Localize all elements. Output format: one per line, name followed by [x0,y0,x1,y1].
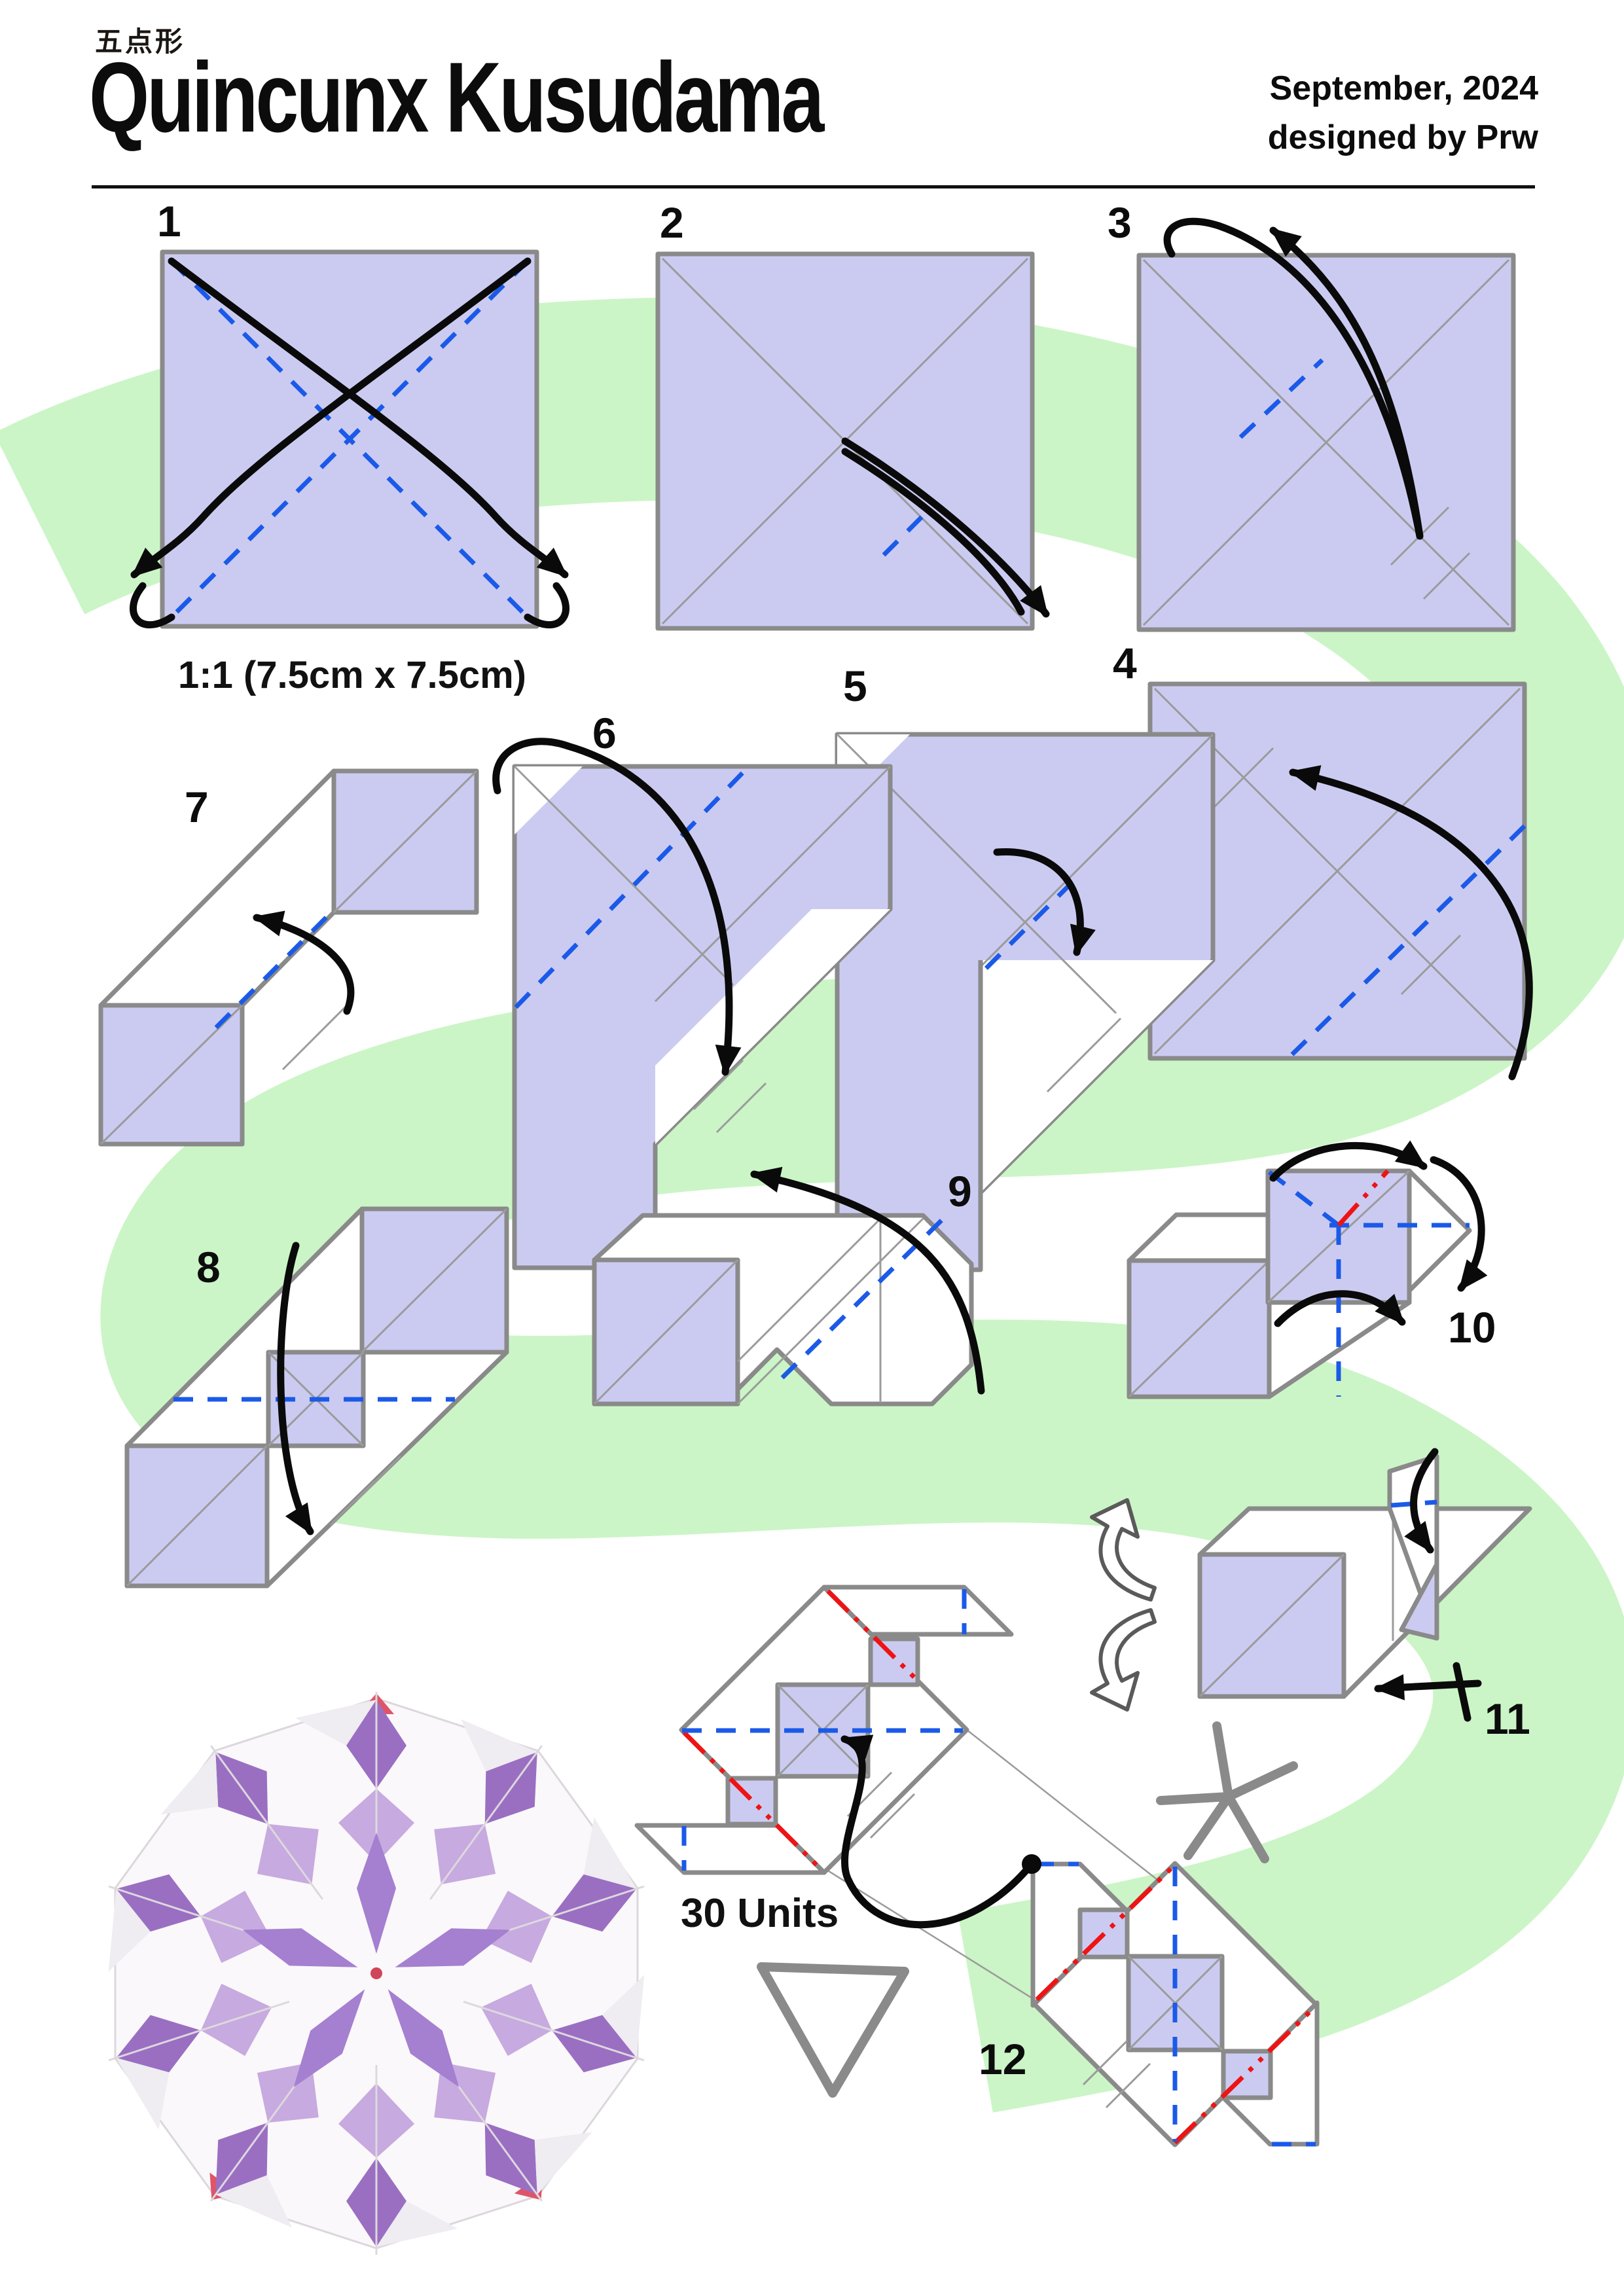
valley-fold-line [780,1212,950,1380]
pinch-mark [1213,747,1462,996]
fold-arrow-icon [1269,1140,1428,1182]
turn-over-double-arrow-icon [1090,1498,1157,1712]
crease-lines [593,1217,924,1405]
insert-arrow-icon [840,1734,1036,1929]
paper-back-side [655,909,890,1144]
step-label-7: 7 [185,783,209,831]
step-label-6: 6 [592,709,617,757]
mountain-fold-line [682,1589,920,1872]
step-1-figure [130,249,569,629]
step-label-10: 10 [1448,1303,1496,1352]
step-label-4: 4 [1113,639,1137,687]
crease-lines [836,733,1214,1093]
header-divider [92,185,1535,188]
paper-size-caption: 1:1 (7.5cm x 7.5cm) [178,654,526,696]
crease-lines [513,765,892,1134]
rotate-arrow-cross [1453,1662,1471,1722]
fold-arrow-icon [1274,1290,1406,1327]
crease-lines [1128,1259,1271,1398]
fold-arrow-icon [277,1242,314,1535]
valley-fold-line [1238,358,1324,439]
valley-fold-line [882,515,924,557]
step-10-figure [1127,1140,1488,1399]
valley-fold-line [170,259,530,619]
fold-arrow-icon [130,257,532,579]
mountain-fold-line [1337,1169,1390,1227]
step-label-9: 9 [948,1167,972,1215]
valley-fold-line [214,909,334,1030]
step-8-figure [124,1206,509,1588]
step-2-figure [655,251,1050,631]
crease-lines [1142,259,1510,626]
valley-fold-line [514,766,749,1009]
fold-arrow-tail [524,582,569,629]
step-12-figure [840,1734,1320,2147]
step-label-3: 3 [1108,198,1132,247]
green-path-ribbon [0,297,1624,2113]
valley-fold-line [1289,824,1526,1058]
step-label-2: 2 [660,198,684,247]
step-label-8: 8 [196,1243,221,1291]
crease-lines [1199,1509,1394,1698]
valley-fold-line [1034,1861,1316,2147]
step-3-figure [1136,217,1516,632]
valley-fold-line [681,1589,967,1871]
fold-arrow-icon [168,257,569,579]
fold-arrow-icon [253,910,355,1015]
fold-arrow-tail [130,582,175,629]
fold-arrow-icon [841,448,1025,616]
fold-arrow-icon [1430,1156,1488,1292]
step-6-figure [492,738,893,1270]
open-triangle-icon [757,1962,909,2098]
step-label-1: 1 [157,197,181,245]
designer-text: designed by Prw [1267,118,1538,157]
step-label-12: 12 [979,2035,1027,2083]
fold-arrow-icon [492,738,742,1076]
step-11-figure [1090,1448,1532,1722]
paper-back-side [981,960,1213,1193]
five-point-asterisk-icon [1156,1721,1298,1863]
fold-arrow-icon [1269,226,1424,540]
step-label-11: 11 [1485,1695,1530,1743]
paper-flap-colored [1399,1562,1439,1641]
finished-model-photo [82,1691,670,2256]
fold-arrow-icon [750,1166,985,1395]
fold-arrow-icon [1289,765,1533,1081]
paper-flap [1407,1168,1472,1293]
valley-fold-line [982,880,1074,973]
valley-fold-line [1390,1499,1437,1508]
crease-lines [1153,687,1521,1055]
fold-arrow-icon [1404,1448,1439,1554]
date-text: September, 2024 [1269,69,1538,107]
valley-fold-line [1267,1170,1470,1397]
assembly-unit-figure [634,1585,1318,2006]
unit-count-caption: 30 Units [681,1891,839,1936]
fold-arrow-icon [841,437,1050,618]
series-title-japanese: 五点形 [95,26,186,57]
fold-arrow-icon [993,848,1096,956]
paper-square-small [868,1636,920,1687]
crease-lines [99,770,478,1145]
date-and-designer: September, 2024 designed by Prw [1268,64,1538,163]
step-7-figure [98,768,479,1147]
page-title: Quincunx Kusudama [89,42,824,153]
step-5-figure [835,732,1216,1272]
step-label-5: 5 [843,662,867,710]
step-9-figure [592,1166,985,1407]
